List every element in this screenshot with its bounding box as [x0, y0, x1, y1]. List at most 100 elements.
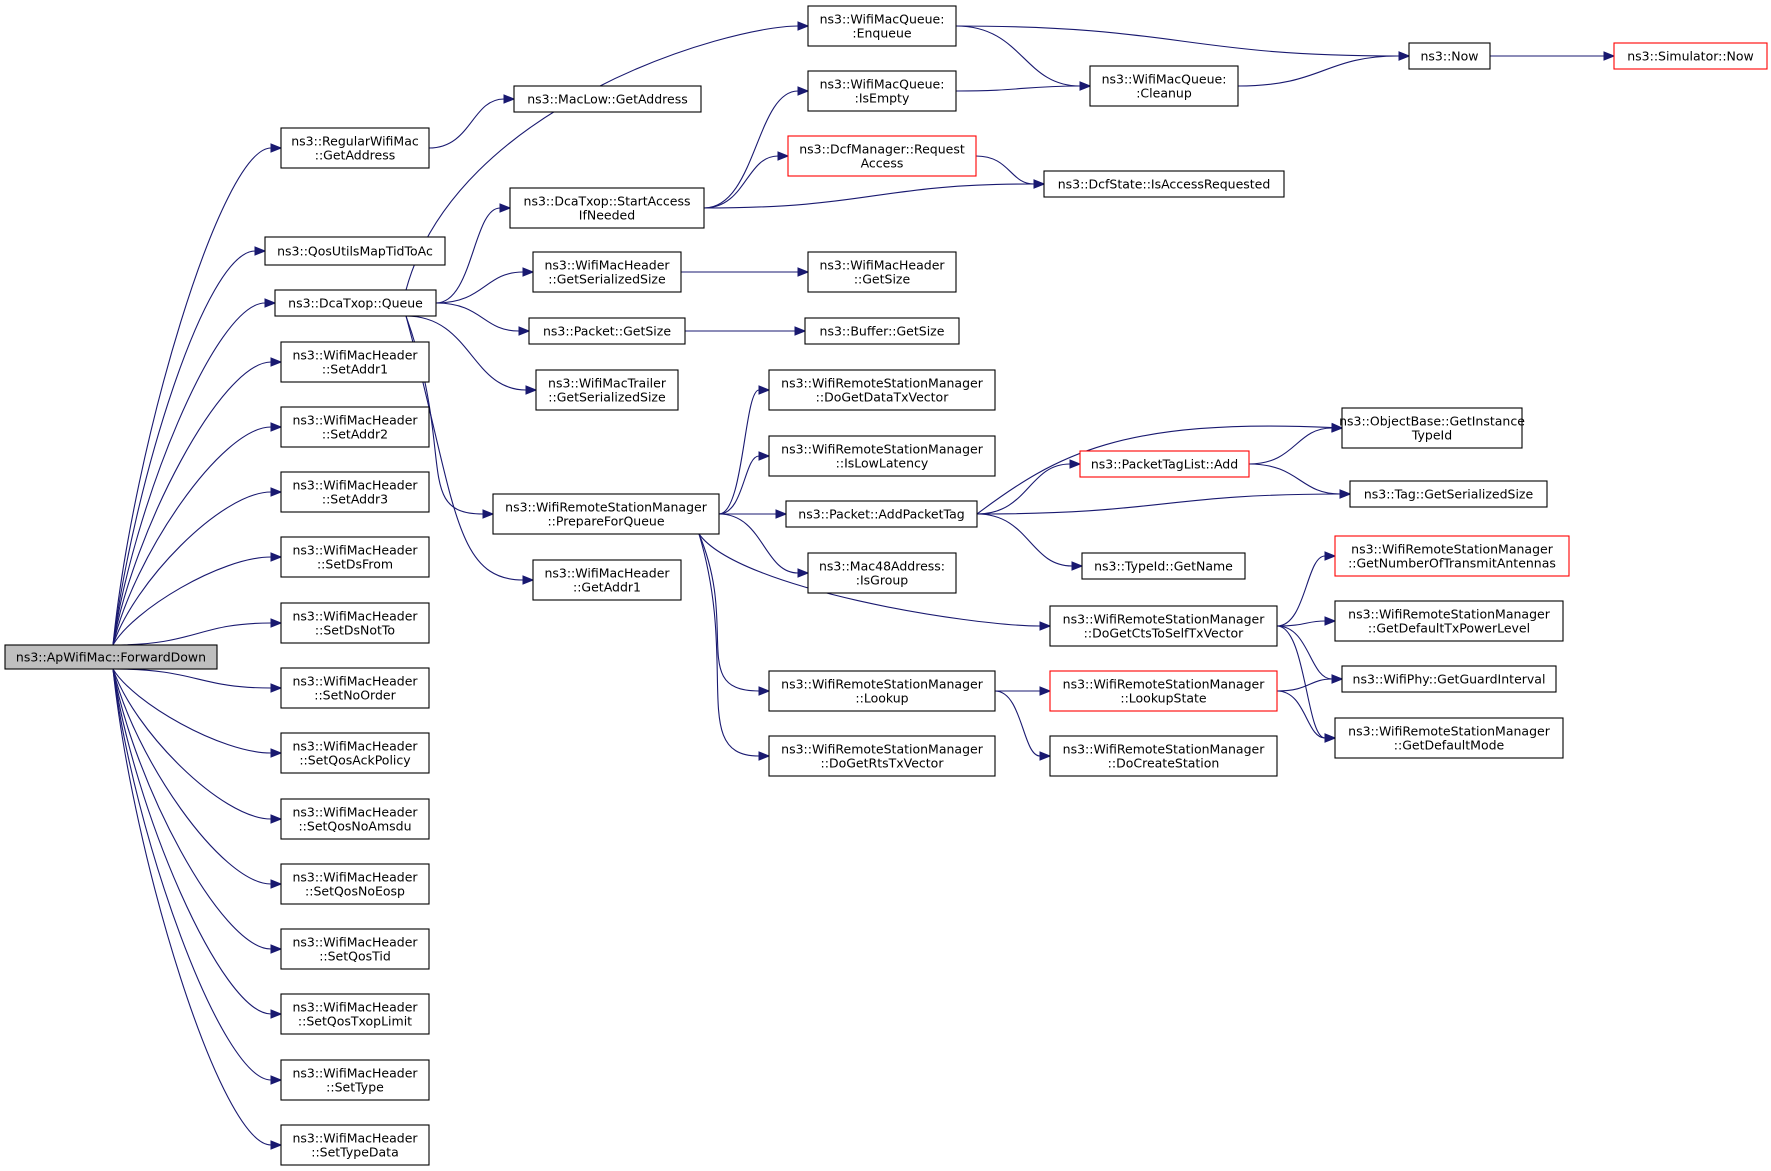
edge-cleanup-to-now [1237, 51, 1411, 87]
edge-forward-down-to-set-qos-no-amsdu [112, 668, 283, 824]
node-add-packet-tag[interactable]: ns3::Packet::AddPacketTag [785, 500, 978, 528]
node-box [768, 670, 996, 712]
node-label: ns3::DcfManager::Request [799, 142, 965, 157]
node-set-addr3[interactable]: ns3::WifiMacHeader::SetAddr3 [280, 471, 430, 513]
node-label: Access [861, 156, 904, 171]
node-cts-to-self[interactable]: ns3::WifiRemoteStationManager::DoGetCtsT… [1049, 605, 1278, 647]
node-label: ns3::WifiRemoteStationManager [1348, 724, 1551, 739]
edge-forward-down-to-set-addr1 [112, 357, 283, 646]
node-label: ::SetQosTid [319, 949, 391, 964]
node-label: ::IsLowLatency [836, 456, 929, 471]
node-packet-tag-add[interactable]: ns3::PacketTagList::Add [1079, 450, 1250, 478]
node-typeid-get-name[interactable]: ns3::TypeId::GetName [1081, 552, 1246, 580]
node-label: ns3::ObjectBase::GetInstance [1339, 414, 1525, 429]
node-get-addr1[interactable]: ns3::WifiMacHeader::GetAddr1 [532, 559, 682, 601]
node-maclow-get-address[interactable]: ns3::MacLow::GetAddress [513, 85, 702, 113]
edge-forward-down-to-set-qos-txop [112, 668, 283, 1019]
node-trailer-serialized[interactable]: ns3::WifiMacTrailer::GetSerializedSize [535, 369, 679, 411]
node-set-qos-tid[interactable]: ns3::WifiMacHeader::SetQosTid [280, 928, 430, 970]
node-box [1079, 450, 1250, 478]
node-box [492, 493, 720, 535]
node-set-qos-no-amsdu[interactable]: ns3::WifiMacHeader::SetQosNoAmsdu [280, 798, 430, 840]
node-set-addr2[interactable]: ns3::WifiMacHeader::SetAddr2 [280, 406, 430, 448]
node-set-qos-txop[interactable]: ns3::WifiMacHeader::SetQosTxopLimit [280, 993, 430, 1035]
node-packet-get-size[interactable]: ns3::Packet::GetSize [528, 317, 686, 345]
node-box [280, 1124, 430, 1166]
node-enqueue[interactable]: ns3::WifiMacQueue::Enqueue [807, 5, 957, 47]
edge-lookup-to-create-station [994, 690, 1052, 761]
node-box [1334, 535, 1570, 577]
node-label: ::DoCreateStation [1108, 756, 1220, 771]
node-buffer-get-size[interactable]: ns3::Buffer::GetSize [804, 317, 960, 345]
node-default-mode[interactable]: ns3::WifiRemoteStationManager::GetDefaul… [1334, 717, 1564, 759]
node-set-addr1[interactable]: ns3::WifiMacHeader::SetAddr1 [280, 341, 430, 383]
node-label: ns3::Tag::GetSerializedSize [1364, 487, 1534, 502]
node-box [1341, 665, 1557, 693]
node-lookup-state[interactable]: ns3::WifiRemoteStationManager::LookupSta… [1049, 670, 1278, 712]
node-dca-queue[interactable]: ns3::DcaTxop::Queue [274, 289, 437, 317]
node-set-ds-not-to[interactable]: ns3::WifiMacHeader::SetDsNotTo [280, 602, 430, 644]
node-regular-get-address[interactable]: ns3::RegularWifiMac::GetAddress [280, 127, 430, 169]
node-is-access-requested[interactable]: ns3::DcfState::IsAccessRequested [1043, 170, 1285, 198]
node-box [785, 500, 978, 528]
node-hdr-get-size[interactable]: ns3::WifiMacHeader::GetSize [807, 251, 957, 293]
node-box [264, 236, 446, 266]
node-set-qos-no-eosp[interactable]: ns3::WifiMacHeader::SetQosNoEosp [280, 863, 430, 905]
edge-packet-get-size-to-buffer-get-size [685, 326, 807, 336]
edge-prepare-for-queue-to-is-low-latency [718, 451, 771, 515]
node-label: ns3::WifiMacHeader [292, 348, 418, 363]
node-cleanup[interactable]: ns3::WifiMacQueue::Cleanup [1089, 65, 1239, 107]
node-num-antennas[interactable]: ns3::WifiRemoteStationManager::GetNumber… [1334, 535, 1570, 577]
edge-start-access-to-is-empty [703, 86, 810, 209]
edge-prepare-for-queue-to-add-packet-tag [718, 509, 788, 519]
node-box [280, 1059, 430, 1101]
node-set-no-order[interactable]: ns3::WifiMacHeader::SetNoOrder [280, 667, 430, 709]
node-qos-utils-map[interactable]: ns3::QosUtilsMapTidToAc [264, 236, 446, 266]
node-box [280, 993, 430, 1035]
node-hdr-serialized[interactable]: ns3::WifiMacHeader::GetSerializedSize [532, 251, 682, 293]
node-label: ns3::WifiMacHeader [292, 674, 418, 689]
node-forward-down[interactable]: ns3::ApWifiMac::ForwardDown [4, 644, 218, 670]
node-get-rts-tx[interactable]: ns3::WifiRemoteStationManager::DoGetRtsT… [768, 735, 996, 777]
node-now[interactable]: ns3::Now [1408, 42, 1491, 70]
edge-hdr-serialized-to-hdr-get-size [681, 267, 810, 277]
node-box [768, 369, 996, 411]
node-box [1349, 480, 1548, 508]
edge-forward-down-to-dca-queue [112, 298, 277, 646]
edge-forward-down-to-set-qos-tid [112, 668, 283, 954]
node-label: ns3::WifiMacHeader [292, 935, 418, 950]
node-is-low-latency[interactable]: ns3::WifiRemoteStationManager::IsLowLate… [768, 435, 996, 477]
node-is-group[interactable]: ns3::Mac48Address::IsGroup [807, 552, 957, 594]
node-label: ns3::Packet::AddPacketTag [798, 507, 964, 522]
node-label: IfNeeded [579, 208, 635, 223]
edge-forward-down-to-set-type-data [112, 668, 283, 1150]
node-set-qos-ack[interactable]: ns3::WifiMacHeader::SetQosAckPolicy [280, 732, 430, 774]
node-set-type[interactable]: ns3::WifiMacHeader::SetType [280, 1059, 430, 1101]
node-box [1049, 605, 1278, 647]
node-tag-serialized[interactable]: ns3::Tag::GetSerializedSize [1349, 480, 1548, 508]
node-label: ns3::ApWifiMac::ForwardDown [16, 650, 206, 665]
node-guard-interval[interactable]: ns3::WifiPhy::GetGuardInterval [1341, 665, 1557, 693]
node-box [280, 667, 430, 709]
node-label: ns3::WifiRemoteStationManager [505, 500, 708, 515]
node-tx-power[interactable]: ns3::WifiRemoteStationManager::GetDefaul… [1334, 600, 1564, 642]
node-label: ::SetNoOrder [314, 688, 396, 703]
node-label: ns3::WifiMacTrailer [548, 376, 667, 391]
node-set-ds-from[interactable]: ns3::WifiMacHeader::SetDsFrom [280, 536, 430, 578]
node-get-data-tx[interactable]: ns3::WifiRemoteStationManager::DoGetData… [768, 369, 996, 411]
edge-now-to-simulator-now [1490, 51, 1616, 61]
node-is-empty[interactable]: ns3::WifiMacQueue::IsEmpty [807, 70, 957, 112]
node-label: ns3::WifiRemoteStationManager [781, 742, 984, 757]
node-prepare-for-queue[interactable]: ns3::WifiRemoteStationManager::PrepareFo… [492, 493, 720, 535]
edge-forward-down-to-set-qos-ack [112, 668, 283, 758]
node-simulator-now[interactable]: ns3::Simulator::Now [1613, 42, 1768, 70]
edge-dca-queue-to-trailer-serialized [405, 315, 538, 395]
node-box [1049, 735, 1278, 777]
node-set-type-data[interactable]: ns3::WifiMacHeader::SetTypeData [280, 1124, 430, 1166]
node-create-station[interactable]: ns3::WifiRemoteStationManager::DoCreateS… [1049, 735, 1278, 777]
node-lookup[interactable]: ns3::WifiRemoteStationManager::Lookup [768, 670, 996, 712]
edge-dca-queue-to-packet-get-size [435, 302, 531, 336]
